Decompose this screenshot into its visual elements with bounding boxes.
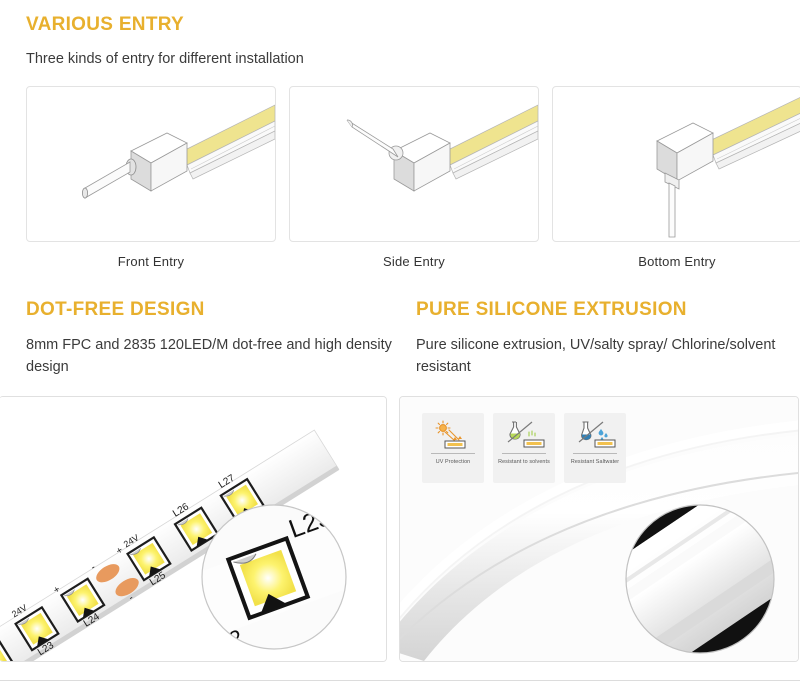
silicone-description: Pure silicone extrusion, UV/salty spray/…: [416, 336, 776, 376]
led-strip-photo-card: L22 L23 24V L24 L25 24V L26 L27 + - + -: [0, 396, 387, 662]
badge-solvent-resistant: Resistant to solvents: [493, 413, 555, 483]
various-entry-subheading: Three kinds of entry for different insta…: [26, 50, 304, 67]
dot-free-heading: DOT-FREE DESIGN: [26, 298, 205, 320]
dot-free-text-col: DOT-FREE DESIGN 8mm FPC and 2835 120LED/…: [26, 299, 396, 379]
front-entry-diagram: [82, 104, 275, 199]
resistance-badges: UV Protection: [422, 413, 626, 483]
bottom-entry-card: [552, 85, 800, 242]
badge-separator: [502, 453, 546, 454]
silicone-text-col: PURE SILICONE EXTRUSION Pure silicone ex…: [416, 299, 786, 379]
entry-col-bottom: Bottom Entry: [552, 85, 800, 269]
front-entry-card: [26, 85, 276, 242]
badge-label-uv: UV Protection: [435, 459, 471, 465]
page-bottom-divider: [0, 680, 800, 681]
features-heading-row: DOT-FREE DESIGN 8mm FPC and 2835 120LED/…: [0, 299, 800, 379]
polarity-minus-1: -: [89, 562, 98, 573]
polarity-minus-2: -: [127, 593, 136, 604]
feature-photos-row: L22 L23 24V L24 L25 24V L26 L27 + - + -: [0, 396, 800, 662]
various-entry-section: VARIOUS ENTRY Three kinds of entry for d…: [0, 0, 800, 269]
front-entry-caption: Front Entry: [117, 253, 185, 269]
silicone-photo-card: UV Protection: [399, 396, 799, 662]
side-entry-card: [289, 85, 539, 242]
badge-label-saltwater: Resistant Saltwater: [570, 459, 620, 465]
polarity-plus-1: +: [52, 584, 63, 597]
various-entry-heading: VARIOUS ENTRY: [26, 14, 185, 35]
solvent-flask-icon: [507, 421, 545, 448]
entry-cards-row: Front Entry S: [26, 85, 800, 269]
entry-col-side: Side Entry: [289, 85, 539, 269]
side-entry-diagram: [346, 104, 538, 192]
badge-separator: [431, 453, 475, 454]
led-magnifier-inset: L23 2 L2: [201, 504, 347, 650]
side-entry-caption: Side Entry: [383, 253, 445, 269]
tube-body: [400, 435, 798, 661]
badge-label-solvents: Resistant to solvents: [498, 459, 550, 465]
bottom-entry-diagram: [656, 96, 800, 238]
polarity-plus-2: +: [114, 545, 125, 558]
led-strip-photo: L22 L23 24V L24 L25 24V L26 L27 + - + -: [0, 397, 386, 661]
badge-uv-protection: UV Protection: [422, 413, 484, 483]
badge-separator: [573, 453, 617, 454]
silicone-heading: PURE SILICONE EXTRUSION: [416, 298, 687, 320]
badge-saltwater-resistant: Resistant Saltwater: [564, 413, 626, 483]
bottom-entry-caption: Bottom Entry: [638, 253, 716, 269]
entry-col-front: Front Entry: [26, 85, 276, 269]
saltwater-flask-icon: [578, 421, 616, 448]
uv-sun-icon: [435, 420, 466, 449]
dot-free-description: 8mm FPC and 2835 120LED/M dot-free and h…: [26, 336, 392, 376]
